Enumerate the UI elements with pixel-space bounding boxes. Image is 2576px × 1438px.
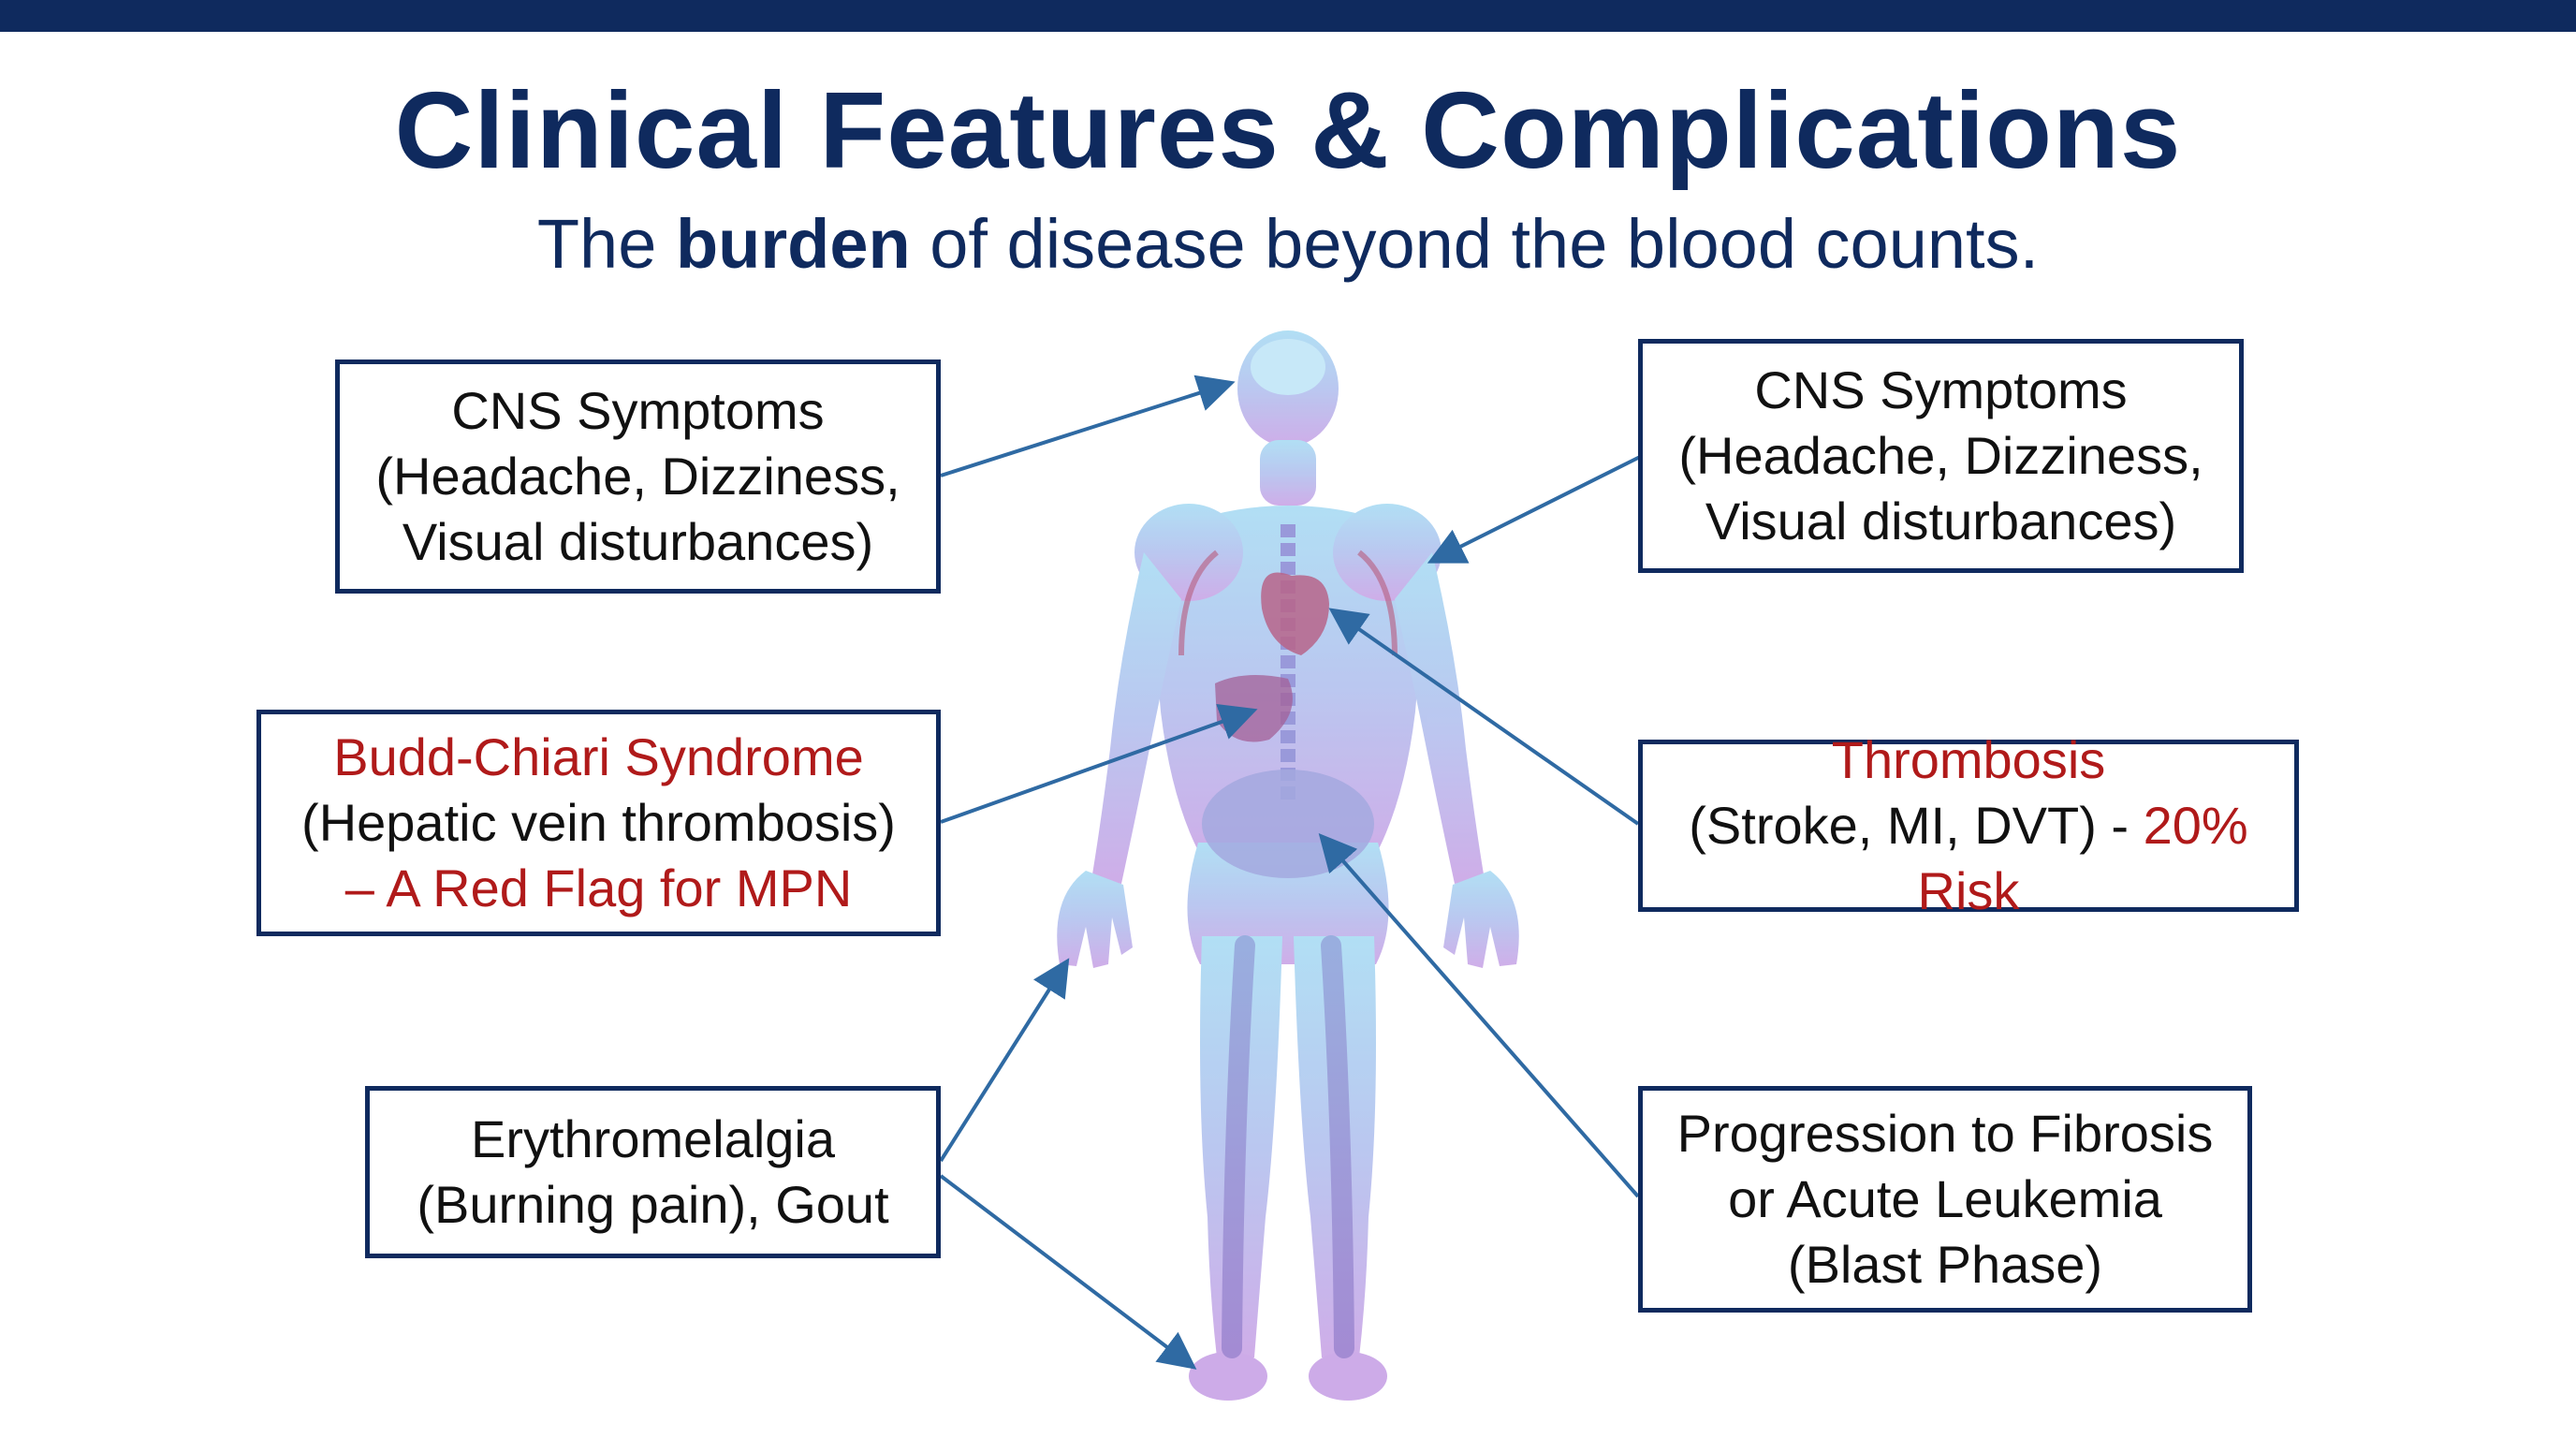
callout-cns-left-title: CNS Symptoms <box>451 381 825 440</box>
callout-cns-right-line2: (Headache, Dizziness, <box>1678 426 2203 485</box>
callout-thrombosis-line2: (Stroke, MI, DVT) - 20% Risk <box>1643 793 2294 924</box>
subtitle-emphasis: burden <box>675 205 911 283</box>
callout-arrows <box>939 374 1641 1370</box>
callout-thrombosis: Thrombosis (Stroke, MI, DVT) - 20% Risk <box>1638 730 2299 920</box>
subtitle-end: of disease beyond the blood counts. <box>910 205 2040 283</box>
callout-erythromelalgia-line2: (Burning pain), Gout <box>417 1175 889 1234</box>
callout-thrombosis-title: Thrombosis <box>1831 730 2106 789</box>
callout-progression-title: Progression to Fibrosis <box>1676 1104 2214 1163</box>
callout-budd-chiari-line2: (Hepatic vein thrombosis) <box>301 793 896 852</box>
arrow-thrombosis <box>1328 608 1640 826</box>
arrow-cns-left <box>940 374 1236 477</box>
human-body-silhouette <box>1057 330 1519 1401</box>
callout-cns-left-line3: Visual disturbances) <box>402 512 874 571</box>
arrow-progression <box>1318 832 1640 1198</box>
callout-erythromelalgia-title: Erythromelalgia <box>470 1109 836 1168</box>
callout-cns-left-line2: (Headache, Dizziness, <box>375 447 900 506</box>
pelvis-icon <box>1202 770 1374 878</box>
subtitle-start: The <box>536 205 676 283</box>
arrow-cns-right <box>1427 455 1641 564</box>
callout-cns-right: CNS Symptoms (Headache, Dizziness, Visua… <box>1638 339 2244 573</box>
page-subtitle: The burden of disease beyond the blood c… <box>0 204 2576 284</box>
callout-erythromelalgia: Erythromelalgia (Burning pain), Gout <box>365 1086 941 1258</box>
arrow-budd-chiari <box>940 703 1258 824</box>
brain-icon <box>1251 339 1325 395</box>
arrow-erythromelalgia-hand <box>939 958 1070 1163</box>
callout-progression-line2: or Acute Leukemia <box>1728 1169 2162 1228</box>
arrow-erythromelalgia-foot <box>939 1174 1197 1370</box>
callout-progression: Progression to Fibrosis or Acute Leukemi… <box>1638 1086 2252 1313</box>
callout-progression-line3: (Blast Phase) <box>1787 1235 2103 1294</box>
callout-thrombosis-events: (Stroke, MI, DVT) - <box>1689 796 2144 855</box>
callout-budd-chiari-title: Budd-Chiari Syndrome <box>333 727 864 786</box>
callout-cns-left: CNS Symptoms (Headache, Dizziness, Visua… <box>335 360 941 594</box>
callout-cns-right-title: CNS Symptoms <box>1754 360 2128 419</box>
callout-budd-chiari-flag: – A Red Flag for MPN <box>344 858 853 917</box>
page-title: Clinical Features & Complications <box>394 69 2182 191</box>
callout-budd-chiari: Budd-Chiari Syndrome (Hepatic vein throm… <box>256 710 941 936</box>
heart-icon <box>1261 572 1329 655</box>
callout-thrombosis-risk: 20% Risk <box>1917 796 2248 920</box>
top-banner <box>0 0 2576 32</box>
callout-cns-right-line3: Visual disturbances) <box>1705 492 2177 550</box>
